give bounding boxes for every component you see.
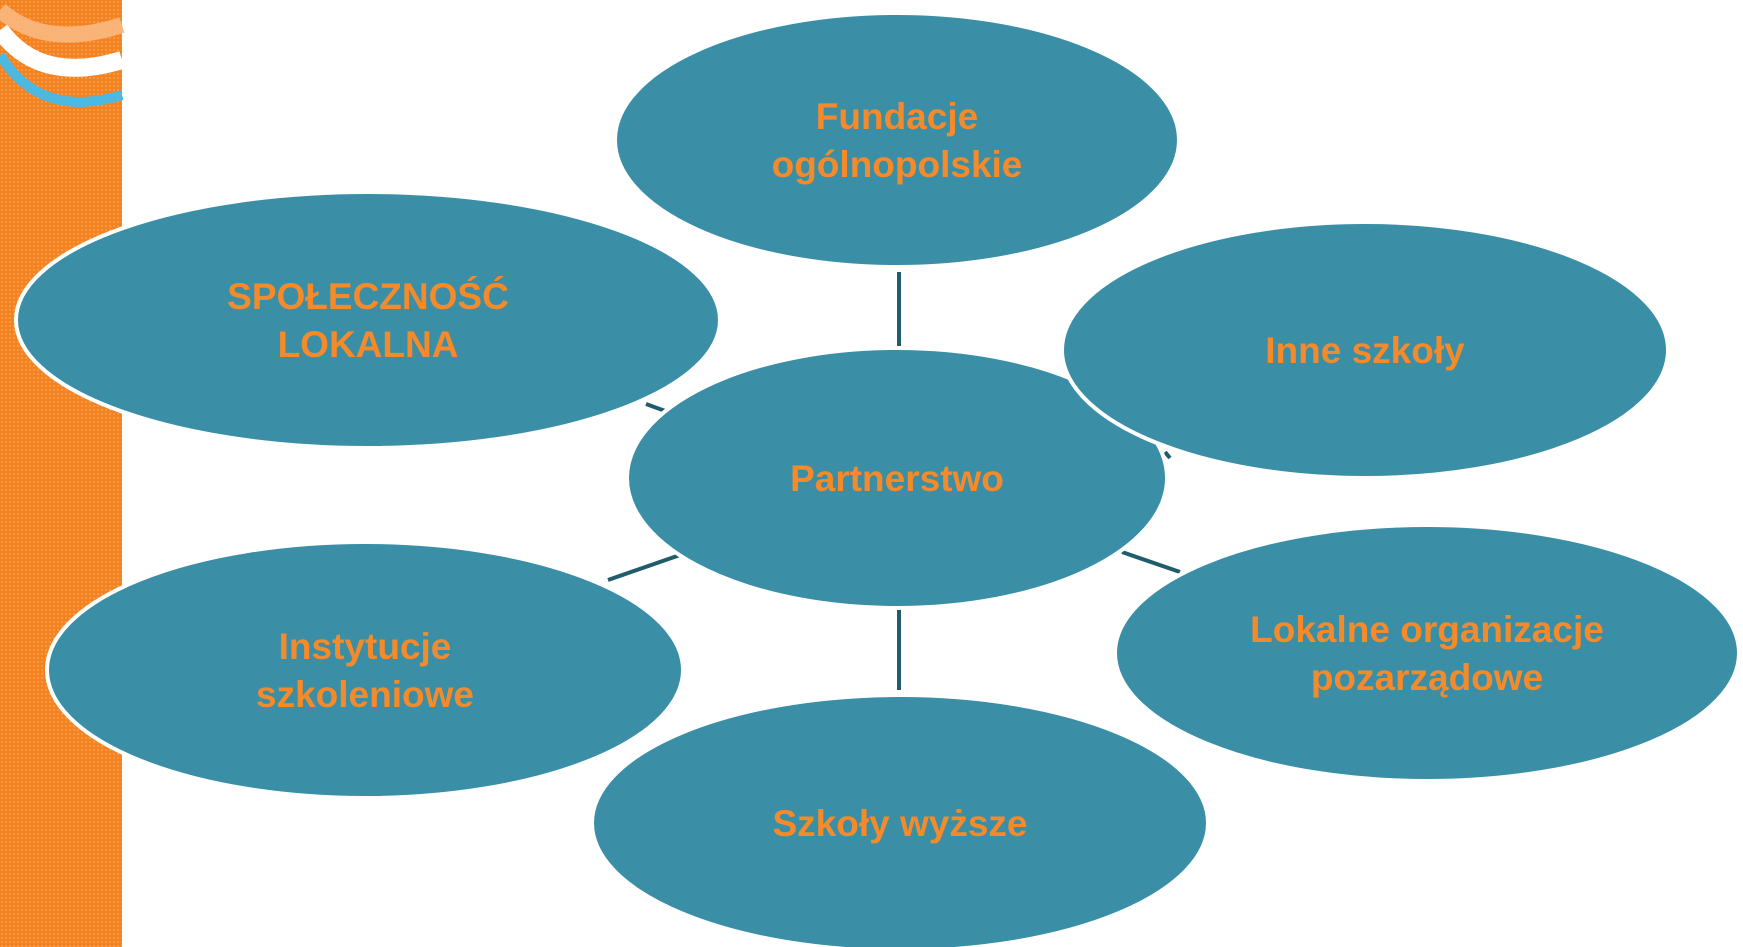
node-label-fundacje-line-2: ogólnopolskie (772, 144, 1023, 185)
node-label-instytucje-line-2: szkoleniowe (256, 674, 474, 715)
node-spolecznosc (14, 190, 722, 450)
connector-inne-szkoly (1163, 450, 1172, 460)
node-label-szkoly-wyzsze: Szkoły wyższe (772, 803, 1027, 844)
node-label-lokalne-organizacje-line-2: pozarządowe (1311, 657, 1543, 698)
corner-swirl-decoration (0, 3, 125, 107)
node-label-partnerstwo: Partnerstwo (790, 458, 1004, 499)
node-lokalne-organizacje (1113, 523, 1741, 783)
connector-lines (607, 272, 1181, 690)
node-label-spolecznosc-line-1: SPOŁECZNOŚĆ (227, 275, 509, 317)
node-instytucje (45, 540, 685, 800)
node-szkoly-wyzsze (590, 693, 1210, 947)
node-label-fundacje-line-1: Fundacje (816, 96, 978, 137)
node-fundacje (613, 11, 1181, 269)
node-inne-szkoly (1060, 220, 1670, 480)
node-label-lokalne-organizacje-line-1: Lokalne organizacje (1250, 609, 1604, 650)
connector-lokalne-organizacje (1121, 550, 1181, 574)
side-decoration-bar (0, 0, 122, 947)
node-label-inne-szkoly: Inne szkoły (1265, 330, 1465, 371)
node-partnerstwo (625, 346, 1169, 610)
node-label-spolecznosc-line-2: LOKALNA (278, 324, 459, 365)
node-label-instytucje-line-1: Instytucje (279, 626, 452, 667)
connector-instytucje (607, 553, 681, 582)
